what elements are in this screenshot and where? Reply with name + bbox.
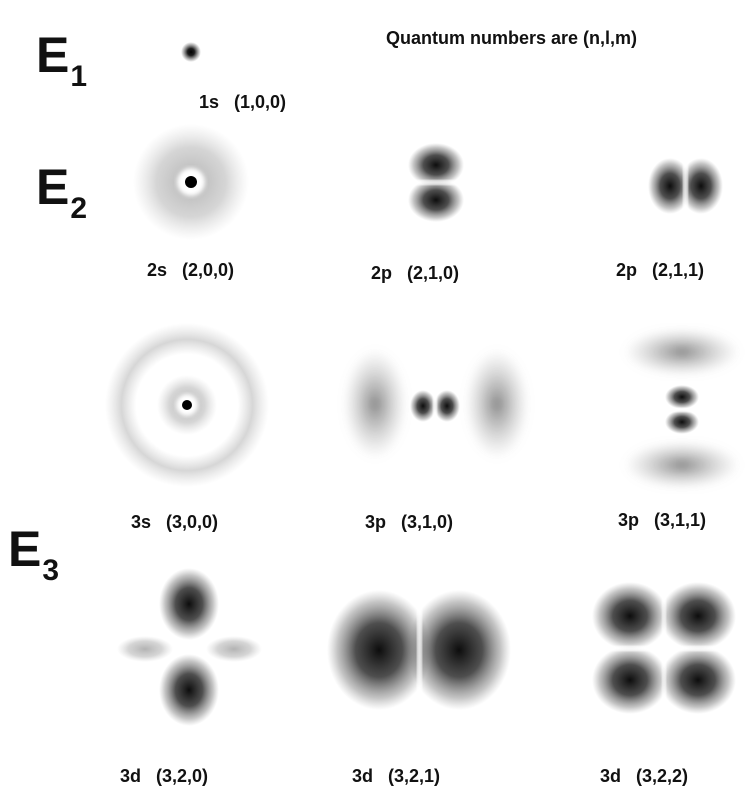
- quantum-numbers-title: Quantum numbers are (n,l,m): [386, 28, 638, 48]
- energy-subscript: 3: [42, 554, 60, 587]
- energy-letter: E: [36, 159, 70, 215]
- energy-level-e1: E1: [36, 27, 87, 92]
- energy-letter: E: [36, 27, 70, 83]
- orbital-3d-320: [117, 568, 262, 726]
- orbital-3s-300: [105, 323, 269, 487]
- label-2p-210: 2p (2,1,0): [371, 263, 460, 283]
- orbital-2s-200: [133, 124, 249, 240]
- label-1s-100: 1s (1,0,0): [199, 92, 287, 112]
- orbital-2p-210: [400, 143, 472, 222]
- energy-subscript: 1: [70, 60, 88, 93]
- label-3d-320: 3d (3,2,0): [120, 766, 209, 786]
- orbital-3p-311: [624, 328, 740, 489]
- energy-subscript: 2: [70, 192, 88, 225]
- label-3d-321: 3d (3,2,1): [352, 766, 441, 786]
- energy-level-e3: E3: [8, 521, 59, 586]
- label-2s-200: 2s (2,0,0): [147, 260, 235, 280]
- energy-level-e2: E2: [36, 159, 87, 224]
- label-3d-322: 3d (3,2,2): [600, 766, 689, 786]
- label-3s-300: 3s (3,0,0): [131, 512, 219, 532]
- orbital-2p-211: [648, 154, 723, 218]
- orbital-3d-322: [584, 574, 744, 722]
- label-3p-310: 3p (3,1,0): [365, 512, 454, 532]
- orbital-3d-321: [327, 585, 511, 715]
- orbital-1s-100: [181, 42, 201, 62]
- label-3p-311: 3p (3,1,1): [618, 510, 707, 530]
- orbital-3p-310: [343, 349, 529, 459]
- label-2p-211: 2p (2,1,1): [616, 260, 705, 280]
- energy-letter: E: [8, 521, 42, 577]
